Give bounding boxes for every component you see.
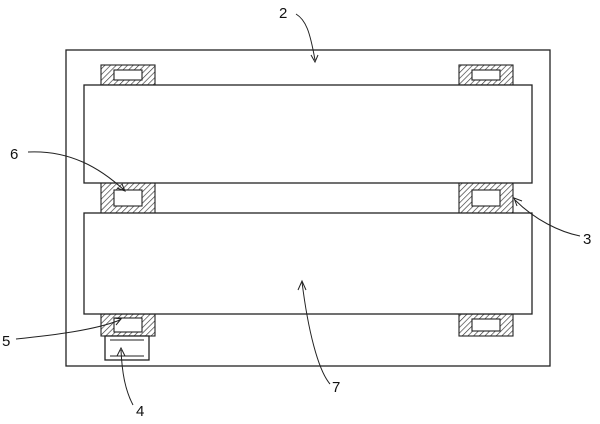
- bearing-top-right: [458, 64, 514, 86]
- label-roller: 7: [332, 379, 340, 396]
- label-left-bearing: 5: [2, 333, 10, 350]
- arrow-2: [310, 54, 319, 64]
- bearing-bottom-right: [458, 313, 514, 337]
- arrow-3: [513, 197, 523, 207]
- leader-2: [295, 13, 316, 61]
- leader-7: [301, 281, 331, 385]
- bearing-middle-left: [100, 181, 156, 215]
- arrow-4: [116, 346, 126, 357]
- drive-fitting: [104, 335, 150, 361]
- arrow-5: [113, 317, 122, 326]
- label-right-bearing: 3: [583, 231, 591, 248]
- leader-6: [27, 151, 125, 191]
- arrow-6: [116, 183, 126, 192]
- label-drive-fitting: 4: [136, 403, 144, 420]
- bearing-middle-right: [458, 181, 514, 215]
- arrow-7: [297, 279, 307, 291]
- bearing-bottom-left: [100, 313, 156, 337]
- label-frame: 2: [279, 5, 287, 22]
- bearing-top-left: [100, 64, 156, 86]
- roller-lower: [83, 212, 533, 315]
- leader-3: [514, 199, 581, 237]
- label-bearing-gap: 6: [10, 146, 18, 163]
- leader-4: [120, 349, 134, 406]
- leader-5: [15, 319, 121, 340]
- roller-upper: [83, 84, 533, 184]
